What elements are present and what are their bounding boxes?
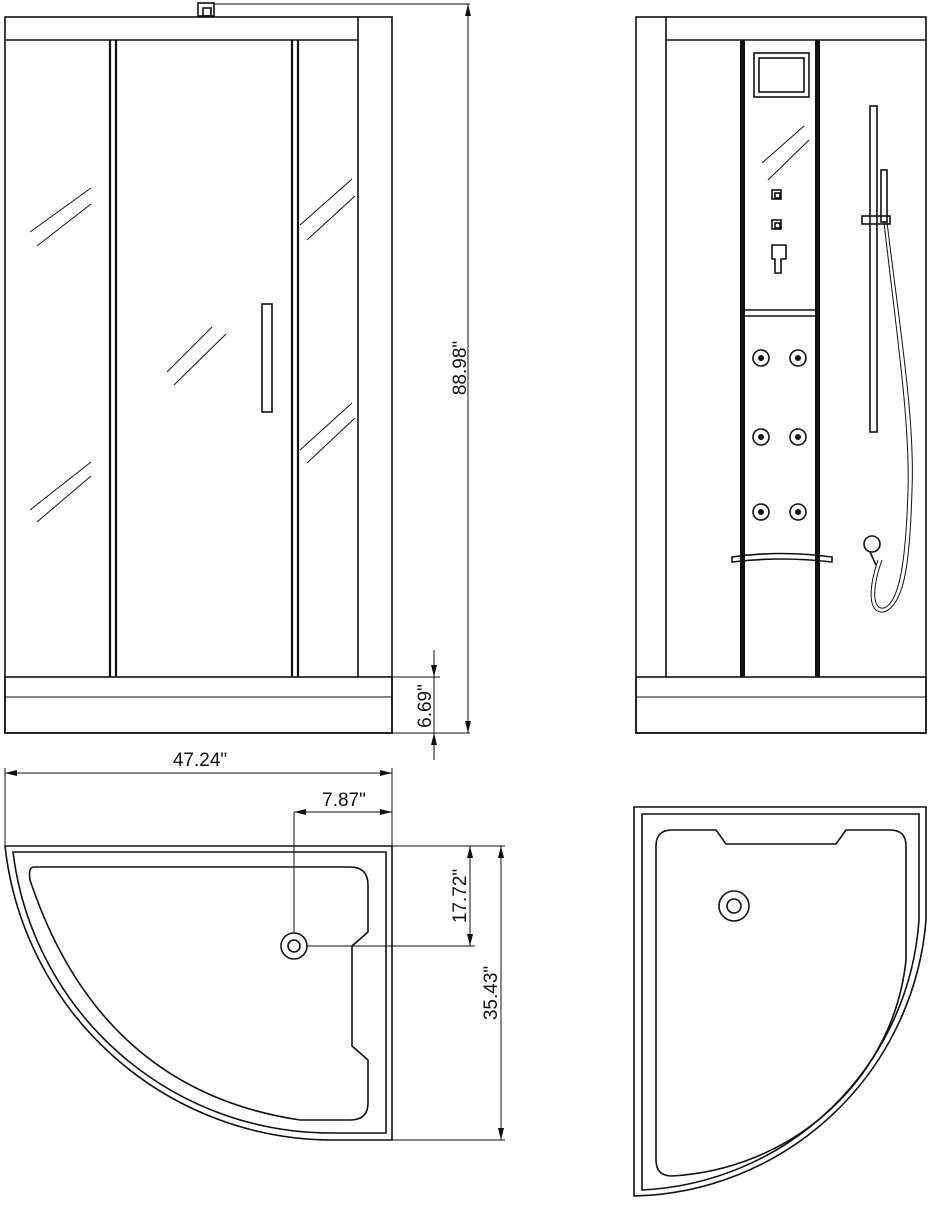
drain-offset-y-dimension: 17.72" — [307, 845, 505, 947]
floor-plan-alt — [633, 806, 927, 1197]
depth-label: 35.43" — [481, 966, 502, 1020]
total-height-label: 88.98" — [450, 341, 471, 395]
side-view — [635, 16, 927, 734]
total-height-dimension: 88.98" — [214, 3, 471, 734]
base-height-dimension: 6.69" — [392, 650, 440, 760]
width-dimension: 47.24" — [4, 750, 393, 846]
drain-offset-x-label: 7.87" — [322, 790, 366, 811]
front-view — [4, 2, 393, 734]
drain-offset-x-dimension: 7.87" — [293, 790, 392, 933]
depth-dimension: 35.43" — [392, 846, 505, 1141]
width-label: 47.24" — [173, 750, 227, 771]
floor-plan-dimensioned — [4, 845, 393, 1141]
body-jet-nozzles — [752, 349, 807, 521]
base-height-label: 6.69" — [415, 684, 436, 728]
drain-offset-y-label: 17.72" — [450, 869, 471, 923]
